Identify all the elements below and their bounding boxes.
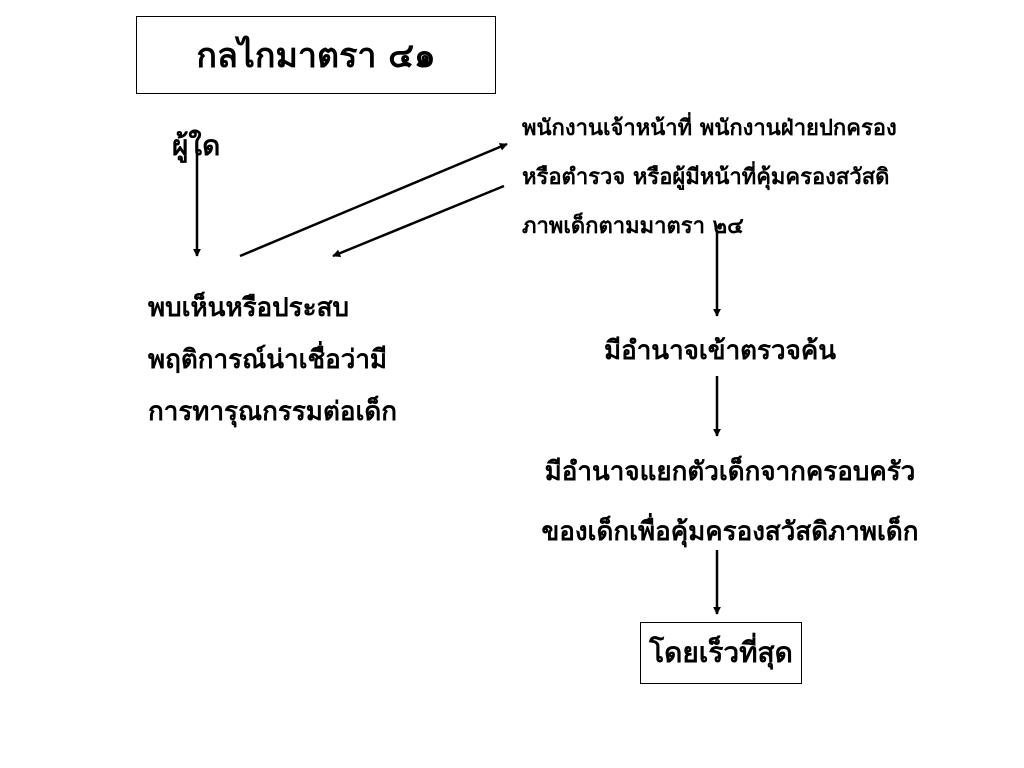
diagram-title: กลไกมาตรา ๔๑ <box>196 36 436 76</box>
power-inspect-label: มีอำนาจเข้าตรวจค้น <box>603 336 837 366</box>
arrow-officials-to-condition <box>332 184 505 258</box>
title-box: กลไกมาตรา ๔๑ <box>136 16 496 94</box>
final-box: โดยเร็วที่สุด <box>640 622 802 684</box>
officials-label: พนักงานเจ้าหน้าที่ พนักงานฝ่ายปกครอง หรื… <box>522 115 897 239</box>
condition-label: พบเห็นหรือประสบ พฤติการณ์น่าเชื่อว่ามี ก… <box>148 293 397 427</box>
power-separate-label: มีอำนาจแยกตัวเด็กจากครอบครัว ของเด็กเพื่… <box>541 457 919 547</box>
arrow-condition-to-officials <box>239 142 508 258</box>
final-label: โดยเร็วที่สุด <box>649 636 793 669</box>
